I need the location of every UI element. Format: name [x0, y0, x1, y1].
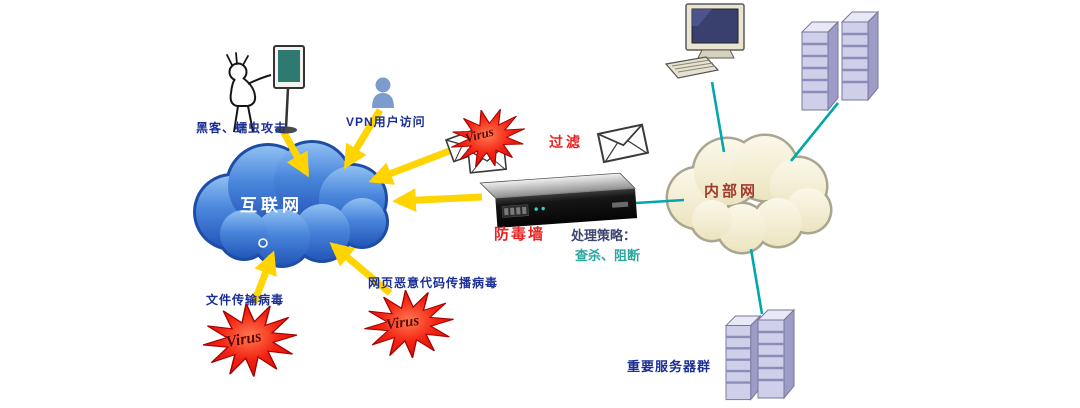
rack-tower-right: [840, 10, 880, 102]
yellow-arrows: [250, 108, 483, 305]
arrow-virus-left-to-internet: [250, 250, 277, 305]
firewall-appliance-icon: [479, 172, 638, 228]
desktop-computer-icon: [664, 3, 745, 79]
line-racks-to-intranet: [789, 102, 840, 162]
server-racks-icon: [800, 10, 880, 112]
arrow-firewall-to-internet: [392, 188, 483, 213]
line-computer-to-intranet: [710, 81, 726, 153]
server-tower-right: [756, 308, 796, 400]
line-firewall-to-intranet: [635, 198, 685, 205]
envelope-icon: [597, 123, 649, 164]
policy-title-label: 处理策略：: [571, 228, 637, 243]
file-transfer-virus-label: 文件传输病毒: [206, 293, 285, 307]
vpn-user-icon: [372, 77, 394, 108]
intranet-cloud: [665, 133, 833, 255]
server-group-label: 重要服务器群: [627, 359, 712, 374]
filter-label: 过滤: [549, 134, 583, 150]
antivirus-wall-label: 防毒墙: [494, 226, 546, 243]
hacker-icon: [226, 45, 305, 134]
arrow-vpn-to-internet: [343, 108, 383, 170]
line-intranet-to-servers: [749, 248, 764, 315]
hacker-label: 黑客、蠕虫攻击: [196, 121, 288, 135]
teal-connectors: [635, 81, 840, 315]
server-group-icon: [724, 308, 796, 401]
arrow-hacker-to-internet: [279, 129, 310, 178]
policy-actions-label: 查杀、阻断: [575, 248, 641, 263]
web-malicious-code-label: 网页恶意代码传播病毒: [368, 276, 499, 290]
rack-tower-left: [800, 20, 840, 112]
internet-cloud-label: 互联网: [240, 196, 303, 215]
vpn-user-label: VPN用户访问: [346, 115, 426, 129]
arrow-virus-top-to-internet: [368, 146, 454, 185]
intranet-cloud-label: 内部网: [704, 183, 759, 200]
server-tower-left: [724, 314, 762, 401]
cloud-decoration-dot: [258, 238, 268, 248]
arrow-virus-middle-to-internet: [329, 242, 393, 296]
